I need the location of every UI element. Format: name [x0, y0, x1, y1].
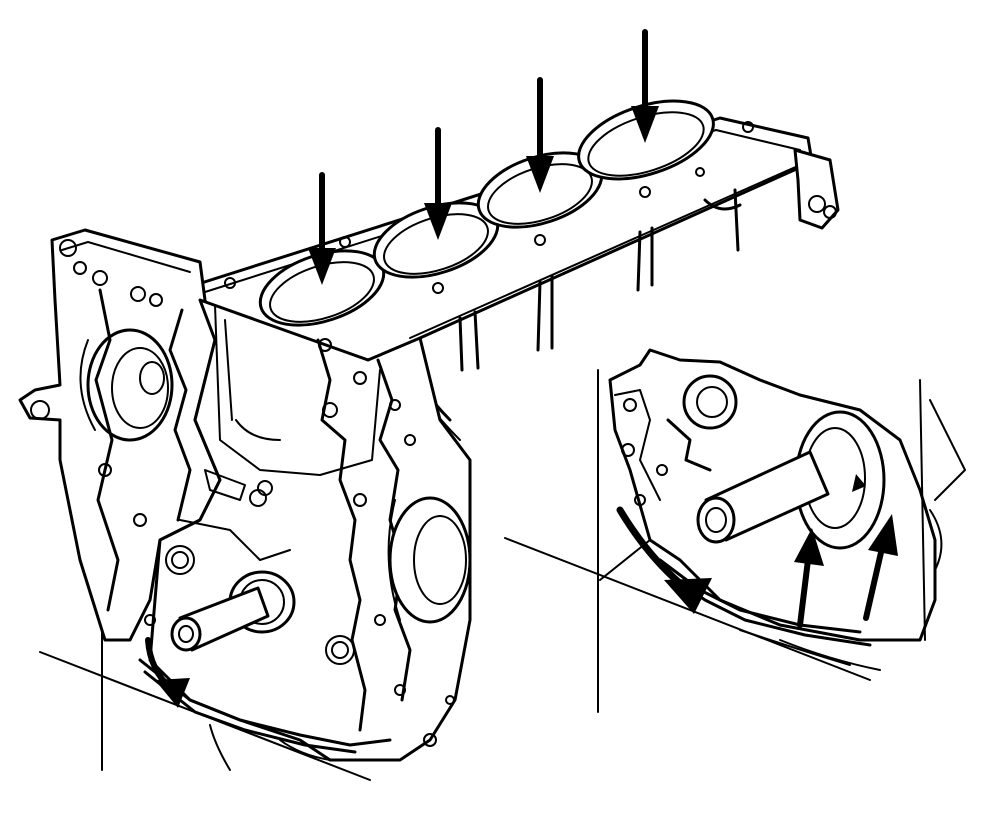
bore-arrow-3-icon	[526, 77, 554, 193]
cylinder-arrows	[308, 29, 659, 285]
shaft-end	[170, 616, 202, 652]
detail-rotation-arrow-icon	[616, 506, 712, 614]
detail-up-arrow-1-icon	[794, 528, 824, 628]
bore-arrow-1-icon	[308, 172, 336, 285]
shaft	[170, 570, 296, 652]
bore-arrow-2-icon	[424, 127, 452, 240]
detail-up-arrow-2-icon	[863, 514, 898, 621]
detail-view	[504, 348, 966, 713]
block-body	[138, 298, 472, 771]
shaft-rotation-arrow-icon	[145, 637, 190, 708]
side-boss	[388, 496, 472, 624]
bore-arrow-4-icon	[631, 29, 659, 143]
front-boss	[86, 328, 174, 442]
engine-block	[18, 29, 840, 781]
block-front-face	[18, 228, 222, 642]
detail-boss	[682, 374, 738, 430]
detail-shaft-end	[696, 496, 736, 544]
detail-shaft	[696, 410, 886, 550]
